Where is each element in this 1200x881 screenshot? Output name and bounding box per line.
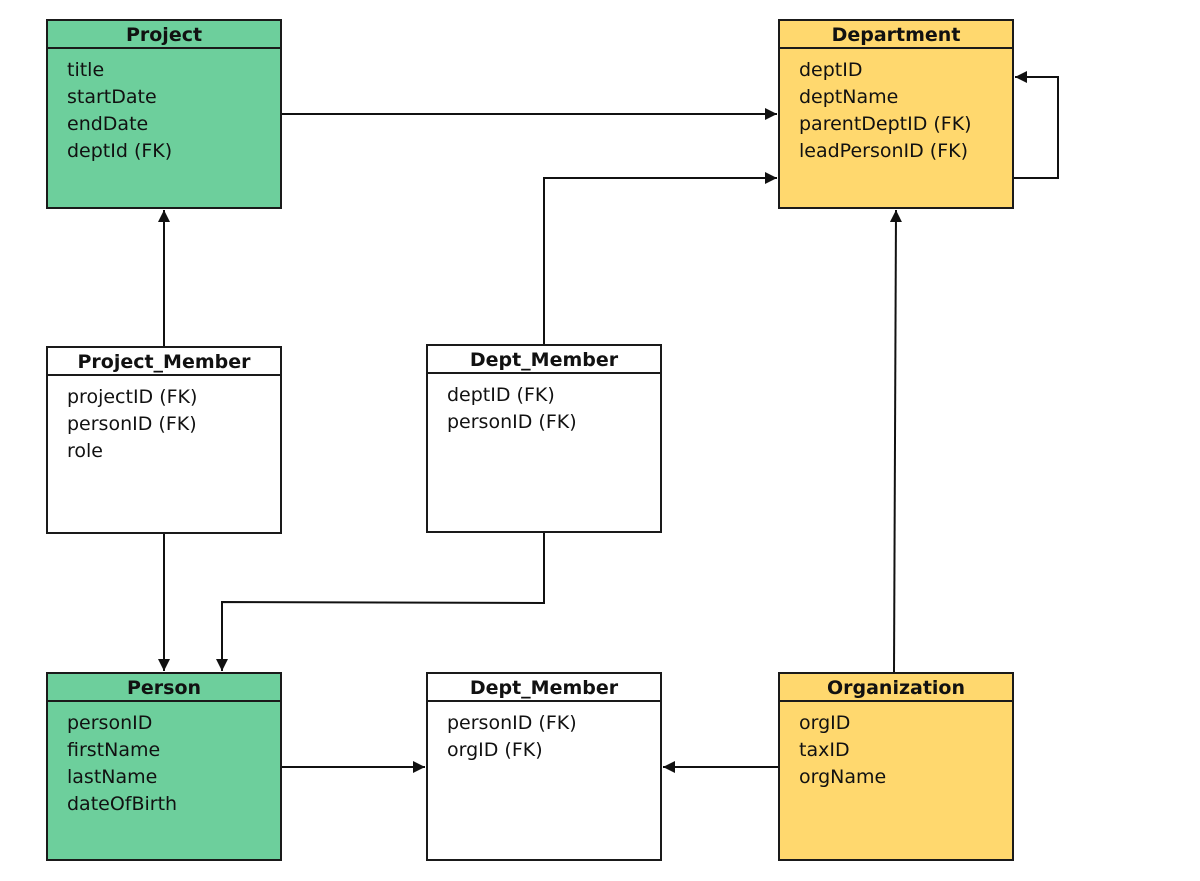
- entity-field: role: [67, 440, 103, 462]
- entity-field: lastName: [67, 766, 158, 788]
- entity-title: Person: [48, 674, 280, 702]
- entity-field: personID (FK): [447, 712, 577, 734]
- entity-field: personID (FK): [447, 411, 577, 433]
- entity-field-list: title startDate endDate deptId (FK): [48, 49, 280, 165]
- entity-title: Dept_Member: [428, 346, 660, 374]
- entity-field: leadPersonID (FK): [799, 140, 969, 162]
- entity-project-member: Project_Member projectID (FK) personID (FK…: [46, 346, 282, 534]
- entity-field-list: projectID (FK) personID (FK) role: [48, 376, 280, 465]
- entity-title: Organization: [780, 674, 1012, 702]
- entity-field: deptID: [799, 59, 863, 81]
- entity-field: firstName: [67, 739, 161, 761]
- entity-field-list: deptID deptName parentDeptID (FK) leadPerso…: [780, 49, 1012, 165]
- entity-field: orgName: [799, 766, 887, 788]
- entity-department: Department deptID deptName parentDeptID (FK…: [778, 19, 1014, 209]
- entity-field: deptName: [799, 86, 899, 108]
- entity-project: Project title startDate endDate deptId (FK): [46, 19, 282, 209]
- entity-title: Dept_Member: [428, 674, 660, 702]
- entity-field-list: personID firstName lastName dateOfBirth: [48, 702, 280, 818]
- entity-person: Person personID firstName lastName dateOfBir…: [46, 672, 282, 861]
- entity-field: endDate: [67, 113, 149, 135]
- entity-organization: Organization orgID taxID orgName: [778, 672, 1014, 861]
- entity-field: title: [67, 59, 105, 81]
- entity-field: personID: [67, 712, 153, 734]
- entity-field-list: deptID (FK) personID (FK): [428, 374, 660, 436]
- entity-title: Department: [780, 21, 1012, 49]
- entity-field: dateOfBirth: [67, 793, 178, 815]
- entity-title: Project: [48, 21, 280, 49]
- entity-field: deptID (FK): [447, 384, 555, 406]
- entity-field: orgID (FK): [447, 739, 543, 761]
- entity-field: projectID (FK): [67, 386, 198, 408]
- entity-field: deptId (FK): [67, 140, 173, 162]
- entity-dept-member-upper: Dept_Member deptID (FK) personID (FK): [426, 344, 662, 533]
- entity-title: Project_Member: [48, 348, 280, 376]
- entity-field: parentDeptID (FK): [799, 113, 972, 135]
- entity-field-list: personID (FK) orgID (FK): [428, 702, 660, 764]
- entity-field-list: orgID taxID orgName: [780, 702, 1012, 791]
- entity-field: startDate: [67, 86, 157, 108]
- entity-field: personID (FK): [67, 413, 197, 435]
- entity-field: orgID: [799, 712, 851, 734]
- entity-field: taxID: [799, 739, 850, 761]
- entity-dept-member-lower: Dept_Member personID (FK) orgID (FK): [426, 672, 662, 861]
